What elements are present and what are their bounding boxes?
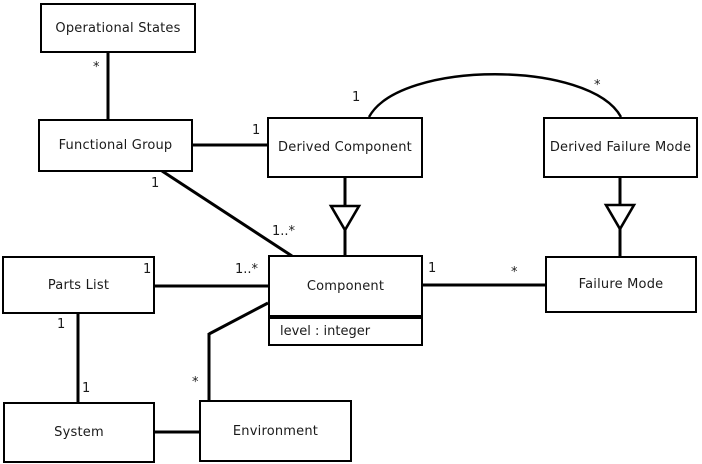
- generalization-arrowhead-derived-component: [328, 204, 362, 233]
- multiplicity-component-failure-mode-source: 1: [428, 261, 437, 276]
- class-name-parts-list: Parts List: [47, 277, 110, 293]
- class-name-environment: Environment: [232, 423, 319, 439]
- multiplicity-parts-list-component-source: 1: [143, 262, 152, 277]
- generalization-arrowhead-derived-failure-mode: [603, 203, 637, 232]
- class-name-system: System: [54, 425, 104, 440]
- class-name-component: Component: [306, 278, 385, 294]
- multiplicity-functional-group-derived-component-target: 1: [252, 123, 261, 138]
- class-box-functional-group[interactable]: Functional Group: [38, 119, 193, 172]
- multiplicity-derived-component-derived-failure-mode-source: 1: [352, 90, 361, 105]
- class-box-environment[interactable]: Environment: [199, 400, 352, 462]
- multiplicity-derived-component-derived-failure-mode-target: *: [594, 78, 601, 93]
- multiplicity-parts-list-component-target: 1..*: [235, 262, 259, 277]
- class-box-derived-failure-mode[interactable]: Derived Failure Mode: [543, 117, 698, 178]
- multiplicity-component-failure-mode-target: *: [511, 265, 518, 280]
- multiplicity-parts-list-system-target: 1: [82, 381, 91, 396]
- class-name-failure-mode: Failure Mode: [578, 277, 664, 292]
- edge-derived-component-derived-failure-mode: [367, 73, 623, 118]
- multiplicity-component-environment-target: *: [192, 375, 199, 390]
- multiplicity-parts-list-system-source: 1: [57, 317, 66, 332]
- class-name-operational-states: Operational States: [55, 20, 181, 36]
- class-attributes-component[interactable]: level : integer: [268, 317, 423, 346]
- class-name-derived-component: Derived Component: [278, 140, 412, 155]
- multiplicity-functional-group-component-source: 1: [151, 176, 160, 191]
- class-box-operational-states[interactable]: Operational States: [40, 3, 196, 53]
- edge-component-environment-diagonal: [208, 301, 269, 336]
- class-box-component[interactable]: Component: [268, 255, 423, 317]
- multiplicity-functional-group-component-target: 1..*: [272, 224, 296, 239]
- attribute-component-level: level : integer: [280, 324, 371, 339]
- class-box-parts-list[interactable]: Parts List: [2, 256, 155, 314]
- edge-functional-group-component: [161, 169, 293, 258]
- class-box-failure-mode[interactable]: Failure Mode: [545, 256, 697, 313]
- multiplicity-operational-states-functional-group-source: *: [93, 60, 100, 75]
- class-name-functional-group: Functional Group: [58, 138, 173, 153]
- class-box-derived-component[interactable]: Derived Component: [267, 117, 423, 178]
- class-box-system[interactable]: System: [3, 402, 155, 463]
- class-name-derived-failure-mode: Derived Failure Mode: [549, 140, 692, 155]
